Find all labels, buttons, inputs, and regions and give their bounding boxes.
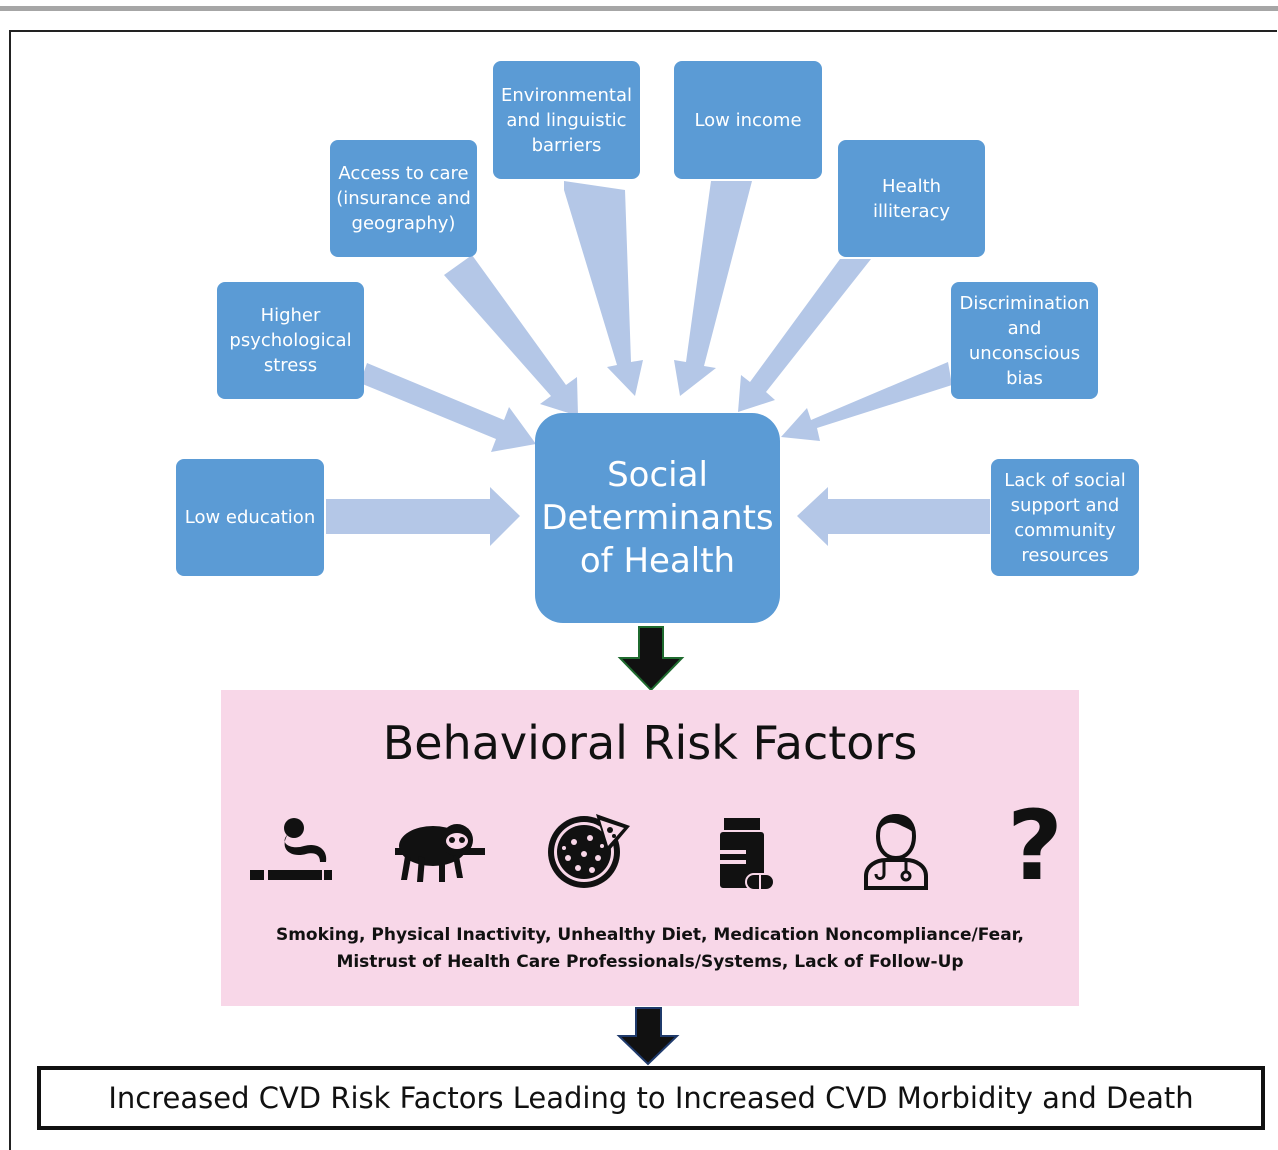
box-access-to-care: Access to care (insurance and geography) bbox=[330, 140, 477, 257]
inward-arrows bbox=[326, 181, 990, 546]
box-discrimination: Discrimination and unconscious bias bbox=[951, 282, 1098, 399]
top-rule bbox=[0, 6, 1278, 11]
arrow-social-support bbox=[797, 487, 990, 546]
arrow-low-income bbox=[674, 181, 752, 396]
figure-frame bbox=[9, 30, 1277, 1150]
arrow-discrimination bbox=[781, 362, 952, 441]
center-social-determinants: Social Determinants of Health bbox=[535, 413, 780, 623]
pizza-icon bbox=[548, 814, 630, 888]
arrow-access-to-care bbox=[444, 255, 578, 416]
behavioral-panel bbox=[221, 690, 1079, 1006]
arrow-low-education bbox=[326, 487, 520, 546]
arrow-env-linguistic bbox=[564, 181, 643, 396]
cigarette-icon bbox=[250, 818, 332, 880]
outcome-box: Increased CVD Risk Factors Leading to In… bbox=[37, 1066, 1265, 1130]
behavioral-caption: Smoking, Physical Inactivity, Unhealthy … bbox=[275, 925, 1025, 972]
down-arrow-1 bbox=[617, 626, 685, 692]
question-mark-icon: ? bbox=[1007, 790, 1063, 902]
sloth-icon bbox=[395, 824, 485, 882]
box-social-support: Lack of social support and community res… bbox=[991, 459, 1139, 576]
outcome-label: Increased CVD Risk Factors Leading to In… bbox=[108, 1081, 1194, 1115]
box-health-illiteracy: Health illiteracy bbox=[838, 140, 985, 257]
doctor-icon bbox=[864, 813, 928, 890]
down-arrow-2 bbox=[616, 1007, 680, 1066]
box-psych-stress: Higher psychological stress bbox=[217, 282, 364, 399]
box-low-education: Low education bbox=[176, 459, 324, 576]
behavioral-title: Behavioral Risk Factors bbox=[382, 716, 918, 770]
arrow-psych-stress bbox=[360, 363, 536, 452]
box-env-linguistic: Environmental and linguistic barriers bbox=[493, 61, 640, 179]
box-low-income: Low income bbox=[674, 61, 822, 179]
arrow-health-illiteracy bbox=[738, 259, 871, 412]
pill-bottle-icon bbox=[720, 818, 775, 891]
